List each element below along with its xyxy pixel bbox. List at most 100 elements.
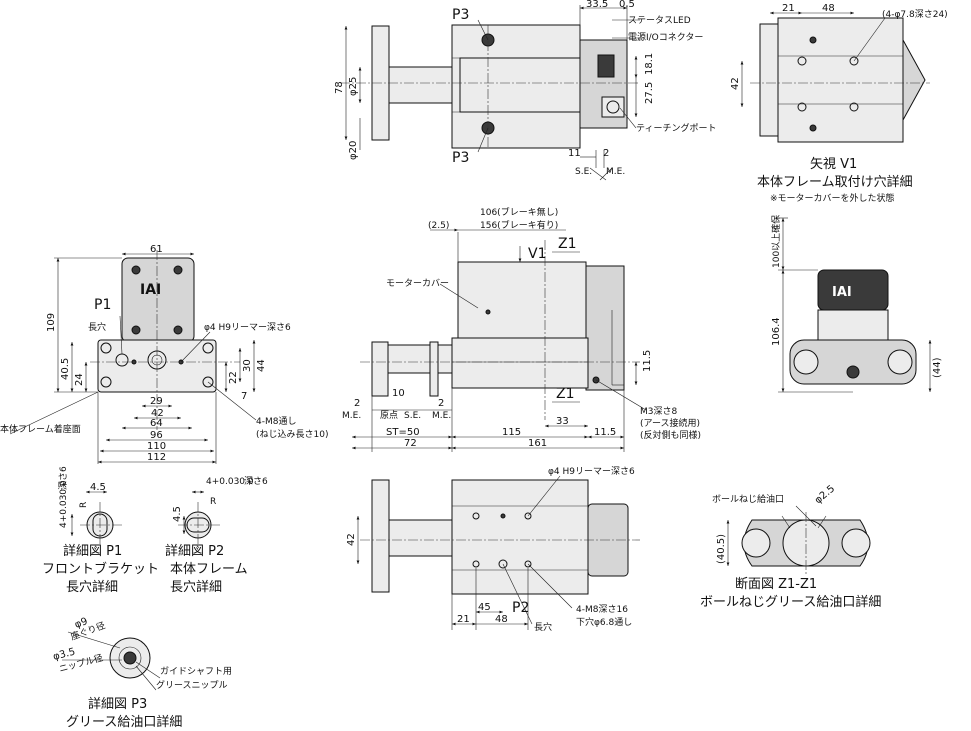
dim-v1-42: 42 xyxy=(730,77,741,90)
dim-front-112: 112 xyxy=(147,452,166,463)
dim-side-11-5a: 11.5 xyxy=(642,350,653,372)
dim-0-5: 0.5 xyxy=(619,0,635,10)
side-motor-end xyxy=(585,265,625,391)
dim-front-96: 96 xyxy=(150,430,163,441)
label-teaching-port: ティーチングポート xyxy=(636,122,716,134)
label-z1-oil-port: ボールねじ給油口 xyxy=(712,493,784,505)
label-side-with-brake: 156(ブレーキ有り) xyxy=(480,219,558,231)
label-p3-top: P3 xyxy=(452,7,469,23)
v1-frame xyxy=(777,17,904,143)
label-z1-line2: ボールねじグリース給油口詳細 xyxy=(700,594,881,610)
label-p1-line3: 長穴詳細 xyxy=(66,579,118,595)
front-logo: IAI xyxy=(140,282,161,298)
label-side-me-right: M.E. xyxy=(432,411,451,421)
label-z1-line1: 断面図 Z1-Z1 xyxy=(735,577,817,592)
side-front-bracket xyxy=(371,341,389,397)
label-side-2-5: (2.5) xyxy=(428,221,449,231)
dim-front-29: 29 xyxy=(150,396,163,407)
label-bottom-pilot: 下穴φ6.8通し xyxy=(576,616,632,628)
label-p3-guide-shaft: ガイドシャフト用 xyxy=(160,666,232,677)
label-p3-grease-nipple: グリースニップル xyxy=(156,679,228,691)
label-front-screw-depth: (ねじ込み長さ10) xyxy=(256,429,328,440)
dim-11: 11 xyxy=(568,148,581,159)
dim-front-24: 24 xyxy=(74,373,85,386)
dim-z1-phi2-5: φ2.5 xyxy=(813,483,837,506)
bottom-frame xyxy=(451,479,589,595)
dim-p2-tol: 4+0.030 0 xyxy=(206,477,254,487)
label-front-m8: 4-M8通し xyxy=(256,416,296,427)
label-side-origin: 原点 xyxy=(380,410,398,421)
label-v1-subtitle: 本体フレーム取付け穴詳細 xyxy=(757,174,913,190)
dim-side-33: 33 xyxy=(556,416,569,427)
label-p2-line3: 長穴詳細 xyxy=(170,579,222,595)
side-rod xyxy=(387,344,453,374)
section-z1: ボールねじ給油口 φ2.5 (40.5) 断面図 Z1-Z1 ボールねじグリース… xyxy=(700,483,881,610)
label-side-ground: (アース接続用) xyxy=(640,417,700,429)
label-p3-line1: 詳細図 P3 xyxy=(88,696,147,712)
detail-p2: 4+0.030 0 深さ6 4.5 R 詳細図 P2 本体フレーム 長穴詳細 xyxy=(165,476,268,595)
dim-side-115: 115 xyxy=(502,427,521,438)
label-p1-depth: 深さ6 xyxy=(58,466,69,490)
dim-phi20: φ20 xyxy=(348,141,359,160)
dim-front-40-5: 40.5 xyxy=(60,358,71,380)
dim-side-161: 161 xyxy=(528,438,547,449)
dim-v1-21: 21 xyxy=(782,3,795,14)
dim-33-5: 33.5 xyxy=(586,0,608,10)
dim-front-7: 7 xyxy=(241,391,247,402)
label-bottom-m8-16: 4-M8深さ16 xyxy=(576,604,628,615)
dim-side-2a: 2 xyxy=(354,398,360,409)
arrow-view-v1: 21 48 42 (4-φ7.8深さ24) 矢視 V1 本体フレーム取付け穴詳細… xyxy=(730,3,948,204)
dim-phi25: φ25 xyxy=(348,77,359,96)
dim-bottom-45: 45 xyxy=(478,602,491,613)
label-side-z1-top: Z1 xyxy=(558,236,577,252)
side-body-frame xyxy=(451,337,589,389)
label-side-opposite: (反対側も同様) xyxy=(640,429,701,441)
detail-p1: 4.5 4+0.030 0 深さ6 R 詳細図 P1 フロントブラケット 長穴詳… xyxy=(42,466,159,595)
dim-z1-40-5: (40.5) xyxy=(716,534,727,564)
dim-v1-48: 48 xyxy=(822,3,835,14)
label-right-clearance: 100以上確保 xyxy=(770,215,782,268)
top-view: P3 P3 ステータスLED 電源I/Oコネクター ティーチングポート S.E.… xyxy=(334,0,716,181)
dim-front-109: 109 xyxy=(46,313,57,332)
label-front-reamer: φ4 H9リーマー深さ6 xyxy=(204,322,291,333)
label-side-z1-bottom: Z1 xyxy=(556,386,575,402)
rod xyxy=(388,66,456,104)
label-p2-depth: 深さ6 xyxy=(244,476,268,487)
label-p3-line2: グリース給油口詳細 xyxy=(66,714,182,730)
side-motor-cover xyxy=(457,261,587,339)
label-side-no-brake: 106(ブレーキ無し) xyxy=(480,206,558,218)
label-p1-r: R xyxy=(79,502,89,508)
label-p2-line2: 本体フレーム xyxy=(170,562,248,577)
right-bracket xyxy=(789,339,917,385)
side-view: 106(ブレーキ無し) 156(ブレーキ有り) (2.5) V1 Z1 Z1 モ… xyxy=(342,206,701,452)
label-p3-bottom: P3 xyxy=(452,150,469,166)
label-bottom-reamer: φ4 H9リーマー深さ6 xyxy=(548,466,635,477)
bottom-view: φ4 H9リーマー深さ6 P2 長穴 4-M8深さ16 下穴φ6.8通し 42 … xyxy=(346,466,640,633)
dim-front-42: 42 xyxy=(151,408,164,419)
label-front-mount-surface: 本体フレーム着座面 xyxy=(0,423,81,435)
dim-right-44: (44) xyxy=(932,357,943,378)
label-p2-r: R xyxy=(210,497,216,507)
label-bottom-slot: 長穴 xyxy=(534,621,552,633)
label-side-m3: M3深さ8 xyxy=(640,406,677,417)
dim-side-72: 72 xyxy=(404,438,417,449)
right-motor-top xyxy=(817,269,889,311)
label-io-connector: 電源I/Oコネクター xyxy=(628,32,703,43)
label-front-p1: P1 xyxy=(94,297,111,313)
label-status-led: ステータスLED xyxy=(628,15,691,26)
teaching-port xyxy=(601,96,625,118)
label-p2-line1: 詳細図 P2 xyxy=(165,543,224,559)
dim-27-5: 27.5 xyxy=(644,82,655,104)
dim-p3-phi9: φ9 xyxy=(73,616,89,631)
label-side-v1: V1 xyxy=(528,246,546,262)
dim-front-44: 44 xyxy=(256,359,267,372)
dim-p2-4-5: 4.5 xyxy=(172,506,183,522)
label-front-slot: 長穴 xyxy=(88,321,106,333)
label-side-motor-cover: モーターカバー xyxy=(386,278,449,289)
right-side-view: IAI 100以上確保 106.4 (44) xyxy=(770,215,943,393)
label-top-se: S.E. xyxy=(575,167,592,177)
dim-bottom-42: 42 xyxy=(346,533,357,546)
io-connector xyxy=(597,54,615,78)
dim-18-1: 18.1 xyxy=(644,53,655,75)
